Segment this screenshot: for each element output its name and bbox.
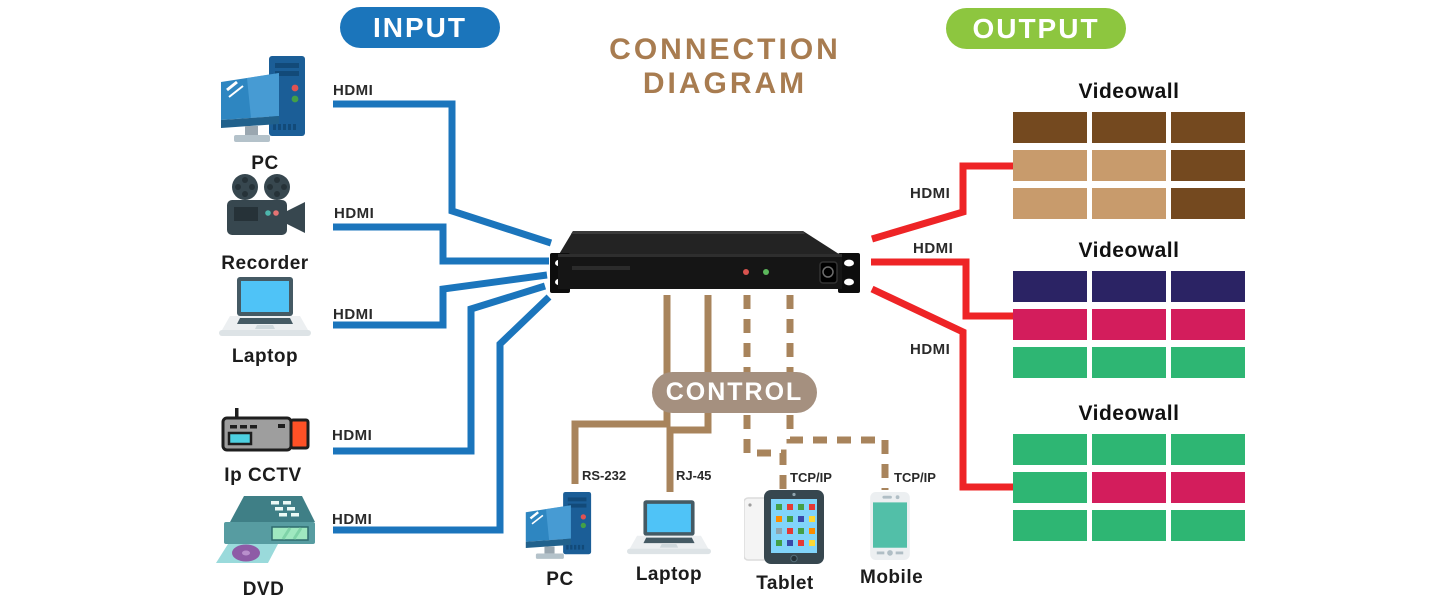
input-device-cctv: Ip CCTV bbox=[208, 408, 318, 487]
videowall-label: Videowall bbox=[1078, 402, 1180, 425]
videowall-label: Videowall bbox=[1078, 80, 1180, 103]
device-label: PC bbox=[251, 153, 279, 174]
videowall-tile bbox=[1092, 271, 1166, 302]
videowall-tile bbox=[1092, 309, 1166, 340]
cable-label-hdmi: HDMI bbox=[333, 82, 374, 99]
videowall-grid bbox=[1013, 434, 1245, 541]
videowall-tile bbox=[1171, 271, 1245, 302]
control-device-tablet: Tablet bbox=[740, 490, 830, 595]
diagram-title-line2: DIAGRAM bbox=[642, 67, 808, 100]
matrix-rack-icon bbox=[550, 231, 860, 293]
wire-rj45 bbox=[666, 295, 712, 492]
port-label-tcpip-mobile: TCP/IP bbox=[894, 470, 936, 485]
device-label: Laptop bbox=[231, 346, 299, 367]
dvd-player-icon bbox=[206, 496, 321, 577]
wire-hdmi-laptop bbox=[333, 271, 548, 329]
diagram-title-line1: CONNECTION bbox=[609, 33, 841, 66]
cable-label-hdmi: HDMI bbox=[913, 240, 954, 257]
cable-label-hdmi: HDMI bbox=[910, 185, 951, 202]
videowall-tile bbox=[1092, 112, 1166, 143]
videowall-tile bbox=[1013, 510, 1087, 541]
output-wires bbox=[870, 162, 1016, 491]
wire-hdmi-dvd bbox=[333, 294, 552, 534]
output-badge: OUTPUT bbox=[946, 8, 1126, 49]
videowall-grid bbox=[1013, 112, 1245, 219]
videowall-tile bbox=[1092, 510, 1166, 541]
mobile-phone-icon bbox=[860, 492, 920, 565]
desktop-pc-icon bbox=[515, 492, 605, 567]
videowall-tile bbox=[1171, 150, 1245, 181]
laptop-icon bbox=[210, 277, 320, 344]
control-device-laptop: Laptop bbox=[624, 500, 714, 586]
cctv-camera-icon bbox=[208, 408, 318, 463]
input-badge: INPUT bbox=[340, 7, 500, 48]
videowall-tile bbox=[1092, 188, 1166, 219]
device-label: Mobile bbox=[860, 567, 924, 588]
wire-tcpip-mobile bbox=[786, 295, 889, 490]
tablet-icon bbox=[740, 490, 830, 571]
videowall-tile bbox=[1013, 271, 1087, 302]
wire-hdmi-videowall-2 bbox=[871, 258, 1016, 320]
input-device-dvd: DVD bbox=[206, 496, 321, 601]
wire-hdmi-videowall-1 bbox=[871, 162, 1016, 243]
videowall-2: Videowall bbox=[1013, 239, 1245, 378]
wire-hdmi-pc bbox=[333, 100, 553, 247]
cable-label-hdmi: HDMI bbox=[333, 306, 374, 323]
input-device-laptop: Laptop bbox=[210, 277, 320, 368]
diagram-title: CONNECTION DIAGRAM bbox=[565, 33, 885, 101]
cable-label-hdmi: HDMI bbox=[332, 511, 373, 528]
control-device-mobile: Mobile bbox=[860, 492, 924, 589]
laptop-icon bbox=[624, 500, 714, 562]
videowall-tile bbox=[1092, 150, 1166, 181]
videowall-tile bbox=[1013, 472, 1087, 503]
desktop-pc-icon bbox=[210, 56, 320, 151]
input-device-pc: PC bbox=[210, 56, 320, 175]
input-device-recorder: Recorder bbox=[210, 172, 320, 275]
videowall-tile bbox=[1171, 472, 1245, 503]
control-device-pc: PC bbox=[515, 492, 605, 591]
control-badge: CONTROL bbox=[652, 372, 817, 413]
videowall-tile bbox=[1013, 434, 1087, 465]
videowall-tile bbox=[1013, 309, 1087, 340]
videowall-tile bbox=[1013, 112, 1087, 143]
videowall-3: Videowall bbox=[1013, 402, 1245, 541]
device-label: Laptop bbox=[635, 564, 703, 585]
videowall-tile bbox=[1171, 347, 1245, 378]
port-label-tcpip-tablet: TCP/IP bbox=[790, 470, 832, 485]
input-wires bbox=[333, 100, 553, 534]
video-camera-icon bbox=[210, 172, 320, 251]
device-label: Ip CCTV bbox=[224, 465, 302, 486]
videowall-label: Videowall bbox=[1078, 239, 1180, 262]
wire-hdmi-cctv bbox=[333, 282, 547, 455]
videowall-tile bbox=[1092, 434, 1166, 465]
videowall-tile bbox=[1171, 510, 1245, 541]
cable-label-hdmi: HDMI bbox=[334, 205, 375, 222]
cable-label-hdmi: HDMI bbox=[910, 341, 951, 358]
videowall-tile bbox=[1013, 188, 1087, 219]
wire-hdmi-recorder bbox=[333, 223, 549, 265]
videowall-tile bbox=[1092, 347, 1166, 378]
videowall-tile bbox=[1092, 472, 1166, 503]
wire-rs232 bbox=[571, 295, 671, 484]
videowall-grid bbox=[1013, 271, 1245, 378]
port-label-rj45: RJ-45 bbox=[676, 468, 712, 483]
videowall-tile bbox=[1171, 112, 1245, 143]
device-label: Recorder bbox=[221, 253, 309, 274]
port-label-rs232: RS-232 bbox=[582, 468, 627, 483]
videowall-tile bbox=[1171, 309, 1245, 340]
wire-hdmi-videowall-3 bbox=[870, 285, 1016, 491]
cable-label-hdmi: HDMI bbox=[332, 427, 373, 444]
videowall-tile bbox=[1171, 188, 1245, 219]
videowall-tile bbox=[1171, 434, 1245, 465]
videowall-1: Videowall bbox=[1013, 80, 1245, 219]
device-label: PC bbox=[546, 569, 574, 590]
device-label: DVD bbox=[242, 579, 285, 600]
device-label: Tablet bbox=[756, 573, 814, 594]
videowall-tile bbox=[1013, 150, 1087, 181]
videowall-tile bbox=[1013, 347, 1087, 378]
